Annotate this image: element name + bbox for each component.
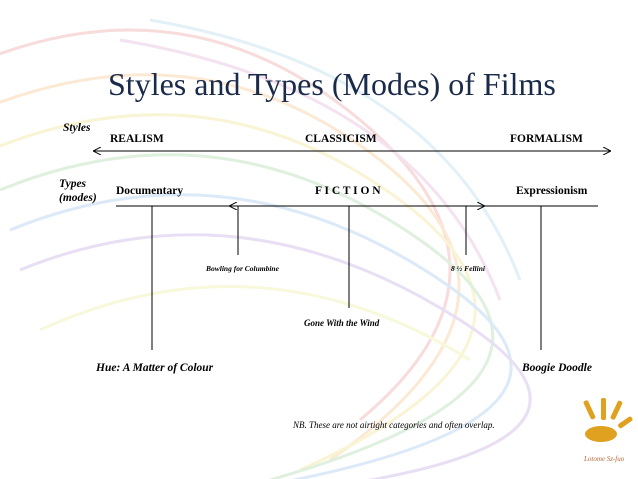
style-classicism: CLASSICISM — [305, 133, 377, 145]
film-boogie: Boogie Doodle — [522, 362, 592, 374]
sun-logo-icon — [583, 398, 633, 442]
type-expressionism: Expressionism — [516, 185, 588, 197]
film-bowling: Bowling for Columbine — [206, 264, 279, 273]
types-label-line2: (modes) — [59, 192, 97, 204]
type-documentary: Documentary — [116, 185, 184, 197]
page-title: Styles and Types (Modes) of Films — [108, 66, 556, 102]
type-fiction: F I C T I O N — [315, 185, 381, 197]
logo-text: Lotome Sz-fuo — [584, 455, 625, 463]
style-formalism: FORMALISM — [510, 133, 583, 145]
film-hue: Hue: A Matter of Colour — [96, 362, 214, 374]
types-label-line1: Types — [59, 178, 87, 190]
film-fellini: 8 ½ Fellini — [451, 264, 485, 273]
note-text: NB. These are not airtight categories an… — [293, 420, 495, 430]
film-gone: Gone With the Wind — [304, 318, 380, 328]
style-realism: REALISM — [110, 133, 164, 145]
styles-label: Styles — [63, 122, 91, 134]
